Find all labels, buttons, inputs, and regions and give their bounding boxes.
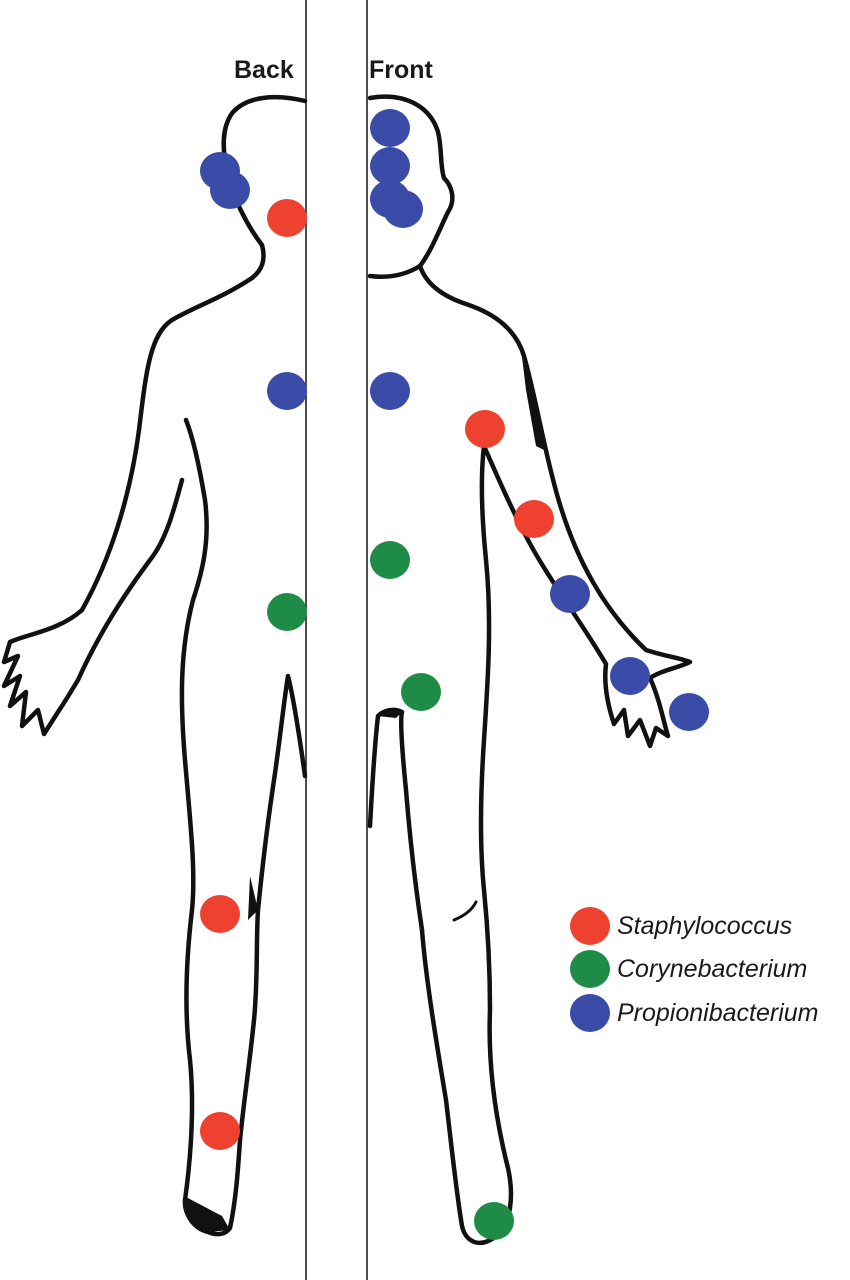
site-marker-front-armpit <box>465 410 505 448</box>
front-knee-line <box>452 900 478 922</box>
back-calf-shade <box>248 876 258 920</box>
site-marker-back-neck <box>267 199 307 237</box>
site-marker-front-forehead <box>370 109 410 147</box>
site-marker-front-sole <box>474 1202 514 1240</box>
front-body-outline <box>367 94 693 1246</box>
site-marker-back-behind-ear <box>210 171 250 209</box>
legend-label-propionibacterium: Propionibacterium <box>617 999 819 1027</box>
legend: Staphylococcus Corynebacterium Propionib… <box>570 907 819 1032</box>
sample-sites <box>200 109 709 1240</box>
site-marker-front-fingertip <box>669 693 709 731</box>
site-marker-front-groin <box>401 673 441 711</box>
site-marker-front-inner-elbow <box>514 500 554 538</box>
legend-swatch-propionibacterium <box>570 994 610 1032</box>
legend-label-corynebacterium: Corynebacterium <box>617 955 807 983</box>
front-arm-outline <box>417 263 693 749</box>
legend-label-staphylococcus: Staphylococcus <box>617 912 792 940</box>
back-body-outline <box>1 94 308 1237</box>
front-view-label: Front <box>369 56 434 84</box>
back-torso-side-outline <box>179 417 261 1237</box>
back-heel-shade <box>184 1196 230 1232</box>
site-marker-back-gluteal-crease <box>267 593 307 631</box>
front-head-outline <box>367 94 455 279</box>
back-inner-leg-outline <box>255 673 308 913</box>
view-divider <box>305 0 368 1280</box>
site-marker-front-nose <box>370 147 410 185</box>
site-marker-front-palm <box>610 657 650 695</box>
site-marker-back-upper-back <box>267 372 307 410</box>
front-torso-side-outline <box>419 443 514 1246</box>
site-marker-front-chest <box>370 372 410 410</box>
site-marker-front-forearm <box>550 575 590 613</box>
legend-swatch-staphylococcus <box>570 907 610 945</box>
back-view-label: Back <box>234 56 294 84</box>
front-groin-shade <box>378 708 402 718</box>
front-inner-leg-outline <box>367 707 425 933</box>
site-marker-back-heel <box>200 1112 240 1150</box>
front-arm-shade <box>520 340 544 450</box>
site-marker-back-knee <box>200 895 240 933</box>
site-marker-front-cheek <box>383 190 423 228</box>
legend-swatch-corynebacterium <box>570 950 610 988</box>
back-arm-outline <box>1 275 255 737</box>
site-marker-front-navel <box>370 541 410 579</box>
